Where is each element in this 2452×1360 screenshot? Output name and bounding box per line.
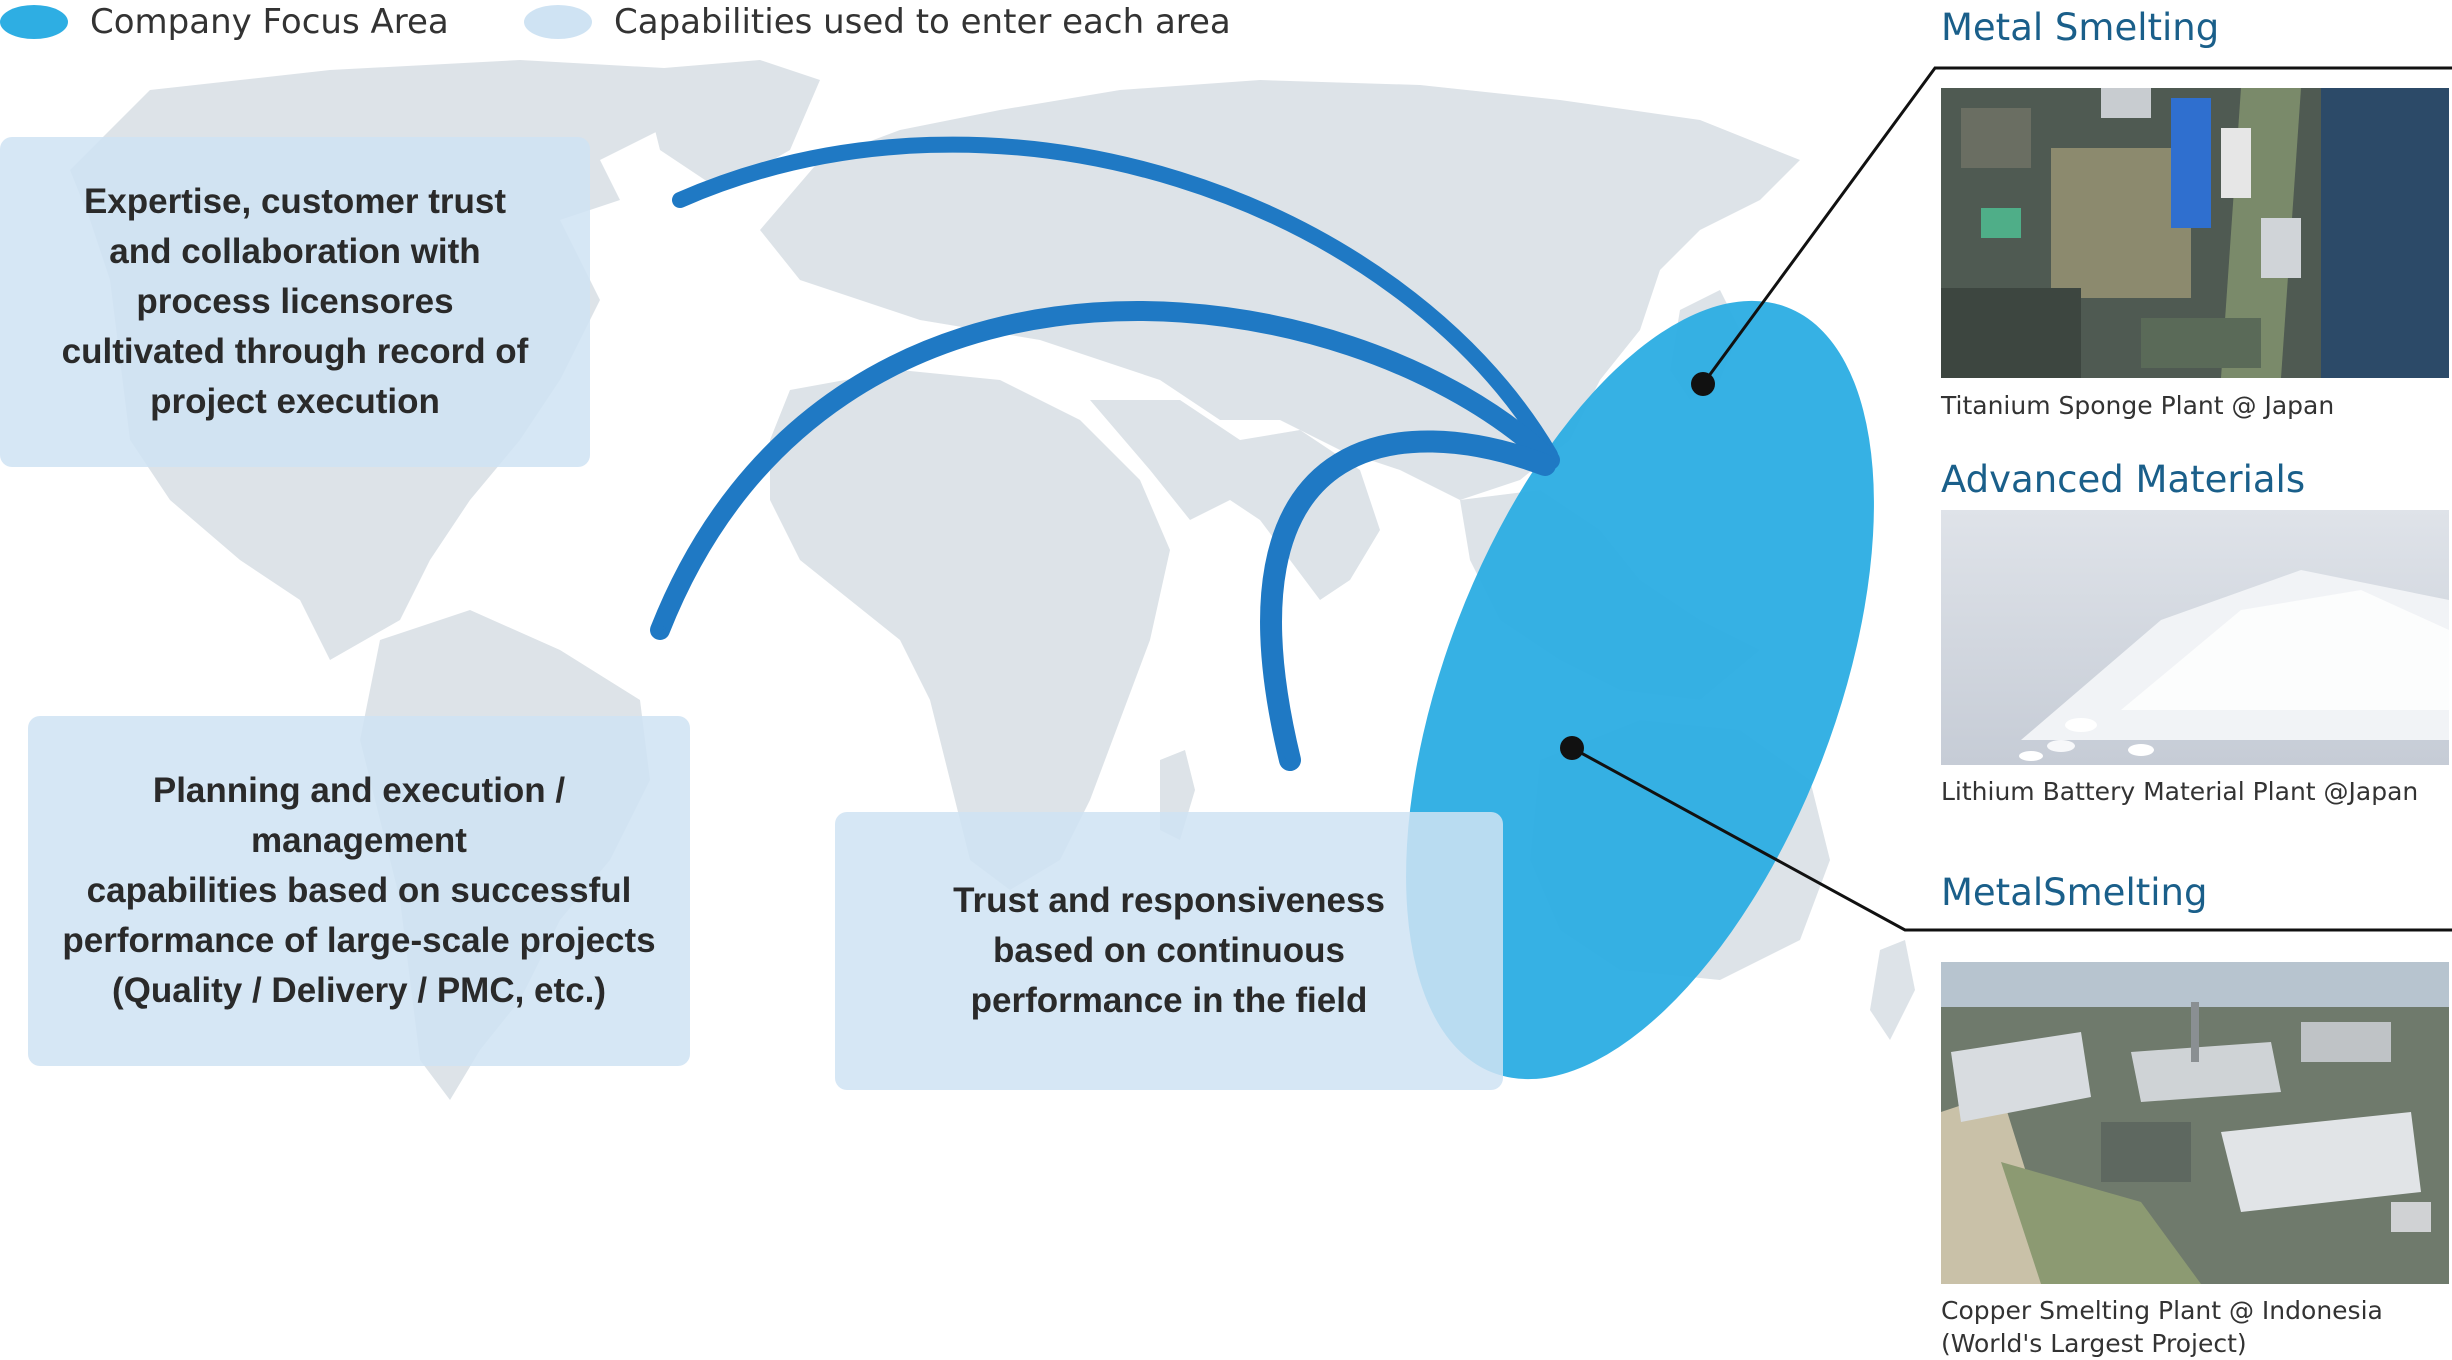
copper-smelter-aerial-photo: [1941, 962, 2449, 1284]
panel-caption-lithium: Lithium Battery Material Plant @Japan: [1941, 777, 2419, 806]
panel-caption-copper: Copper Smelting Plant @ Indonesia (World…: [1941, 1296, 2383, 1358]
panel-title-advanced-materials: Advanced Materials: [1941, 458, 2306, 501]
landmass-greenland: [640, 60, 820, 190]
arrow-to-south-america: [650, 301, 1560, 640]
arrow-to-americas: [672, 136, 1558, 463]
industrial-plant-aerial-photo: [1941, 88, 2449, 378]
legend-capability-swatch: [524, 5, 592, 39]
arrow-to-africa: [1260, 430, 1556, 771]
battery-material-pellets-photo: [1941, 510, 2449, 765]
legend-capability: Capabilities used to enter each area: [524, 2, 1231, 42]
panel-title-metal-smelting: Metal Smelting: [1941, 6, 2220, 49]
landmass-europe-asia: [760, 80, 1800, 500]
capability-box-americas: Expertise, customer trust and collaborat…: [0, 137, 590, 467]
landmass-new-zealand: [1870, 940, 1915, 1040]
capability-text-africa: Trust and responsiveness based on contin…: [953, 881, 1385, 1020]
capability-box-south: Planning and execution / management capa…: [28, 716, 690, 1066]
capability-text-south: Planning and execution / management capa…: [62, 771, 656, 1010]
legend-focus-label: Company Focus Area: [90, 2, 449, 42]
panel-caption-titanium: Titanium Sponge Plant @ Japan: [1941, 391, 2335, 420]
capability-text-americas: Expertise, customer trust and collaborat…: [61, 182, 529, 421]
legend-capability-label: Capabilities used to enter each area: [614, 2, 1231, 42]
legend-focus: Company Focus Area: [0, 2, 449, 42]
capability-box-africa: Trust and responsiveness based on contin…: [835, 812, 1503, 1090]
landmass-arabia-india: [1090, 400, 1380, 600]
legend-focus-swatch: [0, 5, 68, 39]
landmass-africa: [770, 370, 1170, 890]
panel-title-metalsmelting: MetalSmelting: [1941, 871, 2208, 914]
arrows: [650, 136, 1560, 771]
